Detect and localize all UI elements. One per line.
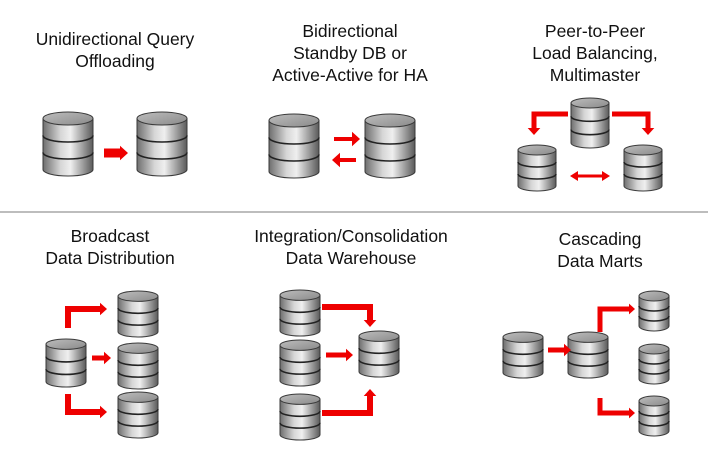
database-icon <box>268 113 320 179</box>
database-icon <box>517 144 557 192</box>
panel-title: Cascading Data Marts <box>557 229 643 271</box>
database-icon <box>623 144 663 192</box>
arrow-icon <box>597 303 635 332</box>
arrow-icon <box>527 111 568 135</box>
arrow-icon <box>92 351 111 365</box>
panel-integration: Integration/Consolidation Data Warehouse <box>236 225 466 445</box>
panel-unidirectional: Unidirectional Query Offloading <box>10 28 220 208</box>
arrow-icon <box>322 304 377 327</box>
arrow-icon <box>65 394 107 419</box>
database-icon <box>117 290 159 338</box>
database-icon <box>638 290 670 332</box>
database-icon <box>45 338 87 388</box>
panel-title: Broadcast Data Distribution <box>45 226 175 268</box>
database-icon <box>364 113 416 179</box>
panel-title: Unidirectional Query Offloading <box>35 29 195 71</box>
database-icon <box>117 342 159 390</box>
arrow-icon <box>570 171 610 181</box>
panel-broadcast: Broadcast Data Distribution <box>10 225 210 445</box>
panel-bidirectional: Bidirectional Standby DB or Active-Activ… <box>240 20 460 210</box>
panel-title: Peer-to-Peer Load Balancing, Multimaster <box>532 21 658 85</box>
database-icon <box>502 331 544 379</box>
database-icon <box>358 330 400 378</box>
database-icon <box>117 391 159 439</box>
arrow-icon <box>332 152 356 168</box>
section-divider <box>0 211 708 213</box>
arrow-icon <box>65 302 107 328</box>
arrow-icon <box>548 343 571 357</box>
database-icon <box>279 393 321 441</box>
panel-title: Integration/Consolidation Data Warehouse <box>254 226 448 268</box>
panel-peer-to-peer: Peer-to-Peer Load Balancing, Multimaster <box>490 20 700 210</box>
database-icon <box>567 331 609 379</box>
arrow-icon <box>597 398 635 419</box>
database-icon <box>136 111 188 177</box>
database-icon <box>279 339 321 387</box>
arrow-icon <box>322 389 377 416</box>
arrow-icon <box>334 131 360 147</box>
database-icon <box>279 289 321 337</box>
arrow-icon <box>326 348 353 362</box>
arrow-icon <box>612 111 655 135</box>
panel-title: Bidirectional Standby DB or Active-Activ… <box>272 21 428 85</box>
database-icon <box>42 111 94 177</box>
database-icon <box>570 97 610 149</box>
database-icon <box>638 343 670 385</box>
arrow-icon <box>104 145 128 161</box>
panel-cascading: Cascading Data Marts <box>500 228 700 448</box>
database-icon <box>638 395 670 437</box>
